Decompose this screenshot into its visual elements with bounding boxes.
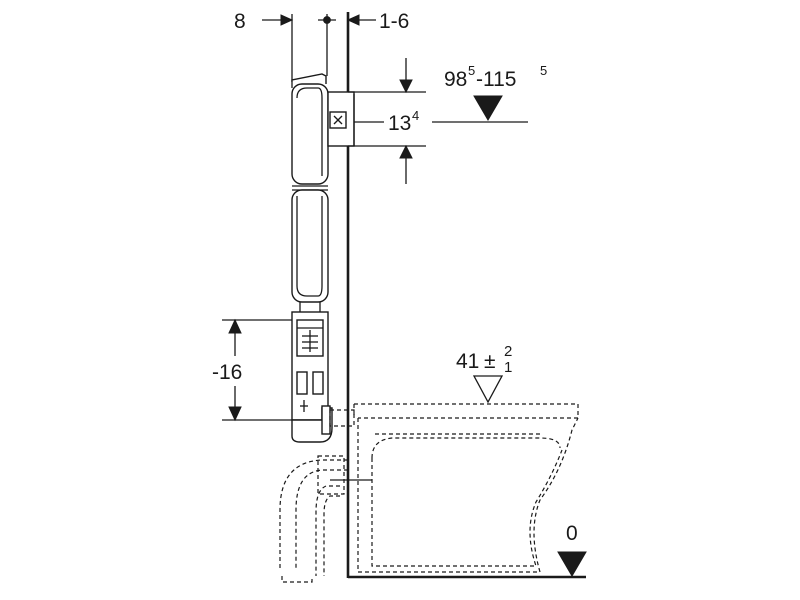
arrow-left-icon [346,14,360,26]
wall-and-floor [346,12,586,579]
seat-height-base: 41 [456,350,479,373]
arrow-right-icon [280,14,294,26]
floor-level-label: 0 [566,522,578,545]
seat-height-pm: ± [484,350,496,373]
height-range-base: 98 [444,68,467,91]
cistern-lower-tank [291,189,329,303]
top-dimension: 8 1-6 [234,10,409,88]
cistern-frame [291,73,333,443]
arrow-down-icon-2 [228,406,242,422]
height-range-marker: 98 5 -115 5 [444,63,547,121]
dimension-offset-right: 1-6 [379,10,409,33]
arrow-up-icon [399,144,413,159]
actuator-plate [327,91,355,147]
seat-height-marker: 41 ± 2 1 [456,343,512,404]
toilet-bowl-outline [357,417,579,573]
dimension-offset-left: 8 [234,10,246,33]
drain-socket [321,405,331,435]
level-triangle-filled-icon [473,95,503,121]
actuator-height-dimension: 13 4 [348,58,528,184]
actuator-height-label: 13 [388,112,411,135]
toilet-bowl [329,403,579,573]
seat-tol-upper: 2 [504,343,512,360]
level-triangle-floor-icon [557,551,587,577]
arrow-down-icon [399,79,413,94]
seat-tol-lower: 1 [504,359,512,376]
drain-offset-label: -16 [212,361,242,384]
frame-slot-right [312,371,324,395]
frame-top-cap [291,73,327,84]
drain-pipe-socket [317,455,345,495]
drain-pipe [279,455,372,583]
toilet-seat-outline [354,403,579,419]
height-range-sep: -115 [476,68,516,91]
height-range-sup2: 5 [540,63,547,78]
height-range-sup1: 5 [468,63,475,78]
flush-connector [329,409,355,427]
level-triangle-outline-icon [472,375,504,404]
actuator-height-sup: 4 [412,108,419,123]
drain-offset-dimension: -16 [212,318,292,422]
floor-level-marker: 0 [557,522,587,577]
arrow-up-icon-2 [228,318,242,334]
frame-slot-left [296,371,308,395]
